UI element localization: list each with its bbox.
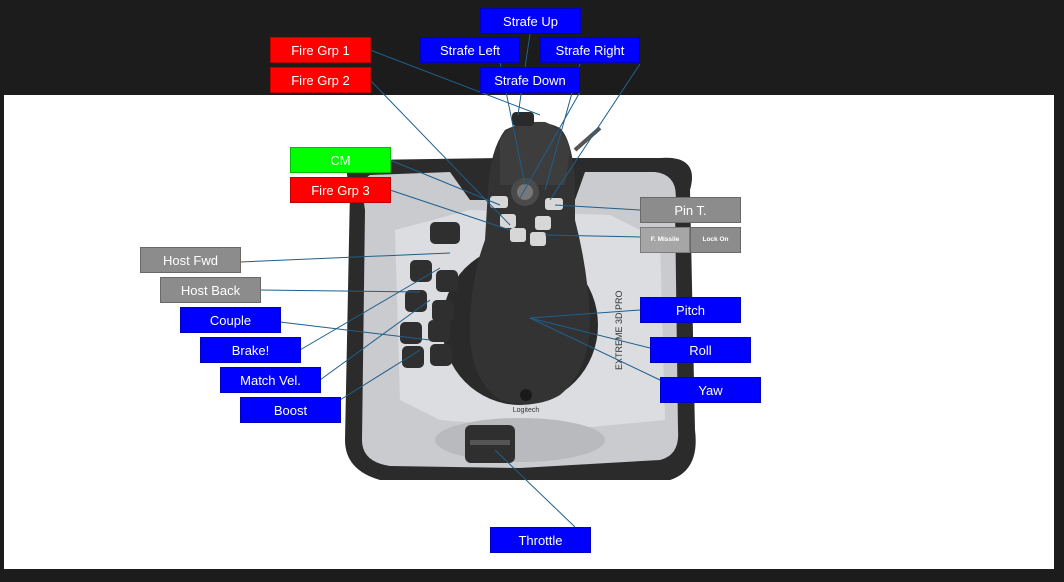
host-back-label: Host Back — [160, 277, 261, 303]
strafe-down-label: Strafe Down — [480, 67, 580, 93]
cm-label: CM — [290, 147, 391, 173]
brake-label: Brake! — [200, 337, 301, 363]
f-missile-label: F. Missile — [640, 227, 690, 253]
roll-label: Roll — [650, 337, 751, 363]
brand-marks: Logitech EXTREME 3D PRO — [513, 290, 624, 414]
fire-grp-2-label: Fire Grp 2 — [270, 67, 371, 93]
couple-label: Couple — [180, 307, 281, 333]
brand-text: Logitech — [513, 407, 540, 414]
fire-grp-3-label: Fire Grp 3 — [290, 177, 391, 203]
throttle-label: Throttle — [490, 527, 591, 553]
match-vel-label: Match Vel. — [220, 367, 321, 393]
host-fwd-label: Host Fwd — [140, 247, 241, 273]
model-text: EXTREME 3D PRO — [614, 290, 624, 370]
boost-label: Boost — [240, 397, 341, 423]
strafe-left-label: Strafe Left — [420, 37, 520, 63]
lock-on-label: Lock On — [690, 227, 741, 253]
strafe-right-label: Strafe Right — [540, 37, 640, 63]
strafe-up-label: Strafe Up — [480, 8, 581, 34]
base-buttons — [400, 222, 460, 368]
fire-grp-1-label: Fire Grp 1 — [270, 37, 371, 63]
pin-t-label: Pin T. — [640, 197, 741, 223]
joystick-stick — [470, 112, 602, 404]
yaw-label: Yaw — [660, 377, 761, 403]
pitch-label: Pitch — [640, 297, 741, 323]
throttle-slider — [465, 425, 515, 463]
